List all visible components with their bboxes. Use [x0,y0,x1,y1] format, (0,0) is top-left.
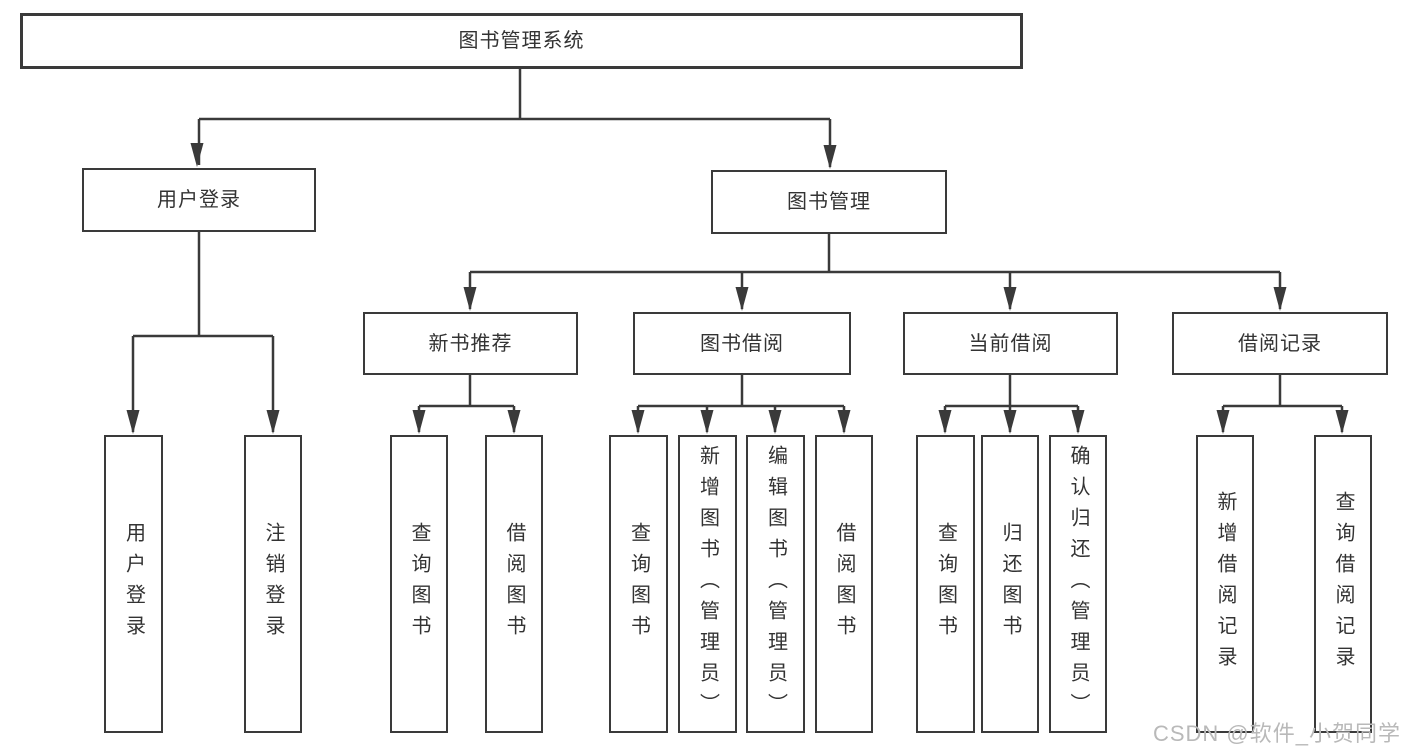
node-label: 确认归还（管理员） [1067,444,1089,724]
leaf-return-books: 归还图书 [981,435,1039,733]
leaf-query-books-3: 查询图书 [916,435,975,733]
node-label: 用户登录 [122,522,145,646]
node-label: 新增借阅记录 [1214,491,1236,677]
node-label: 借阅图书 [503,522,525,646]
node-label: 查询图书 [408,522,430,646]
leaf-confirm-return-admin: 确认归还（管理员） [1049,435,1107,733]
leaf-user-login: 用户登录 [104,435,163,733]
node-new-book-recommend: 新书推荐 [363,312,578,375]
leaf-query-books-1: 查询图书 [390,435,448,733]
node-library-system: 图书管理系统 [20,13,1023,69]
node-label: 注销登录 [262,522,284,646]
node-label: 查询借阅记录 [1332,491,1354,677]
node-label: 借阅记录 [1238,332,1322,355]
node-label: 查询图书 [934,522,957,646]
node-current-borrow: 当前借阅 [903,312,1118,375]
node-label: 编辑图书（管理员） [764,444,787,724]
node-label: 归还图书 [999,522,1021,646]
leaf-query-books-2: 查询图书 [609,435,668,733]
node-user-login: 用户登录 [82,168,316,232]
leaf-add-book-admin: 新增图书（管理员） [678,435,737,733]
node-label: 图书管理 [787,191,871,213]
leaf-borrow-books-1: 借阅图书 [485,435,543,733]
node-label: 借阅图书 [833,522,855,646]
leaf-edit-book-admin: 编辑图书（管理员） [746,435,805,733]
leaf-borrow-books-2: 借阅图书 [815,435,873,733]
node-label: 图书管理系统 [458,30,585,52]
node-label: 用户登录 [157,189,241,211]
leaf-logout-login: 注销登录 [244,435,302,733]
node-borrow-records: 借阅记录 [1172,312,1388,375]
node-label: 图书借阅 [700,332,784,355]
watermark: CSDN @软件_小贺同学 [1152,721,1401,746]
node-label: 新书推荐 [428,332,513,355]
node-label: 新增图书（管理员） [696,444,719,724]
leaf-query-borrow-record: 查询借阅记录 [1314,435,1372,733]
node-label: 查询图书 [627,522,650,646]
node-book-borrow: 图书借阅 [633,312,851,375]
node-label: 当前借阅 [968,332,1053,355]
node-book-management: 图书管理 [711,170,947,234]
leaf-add-borrow-record: 新增借阅记录 [1196,435,1254,733]
